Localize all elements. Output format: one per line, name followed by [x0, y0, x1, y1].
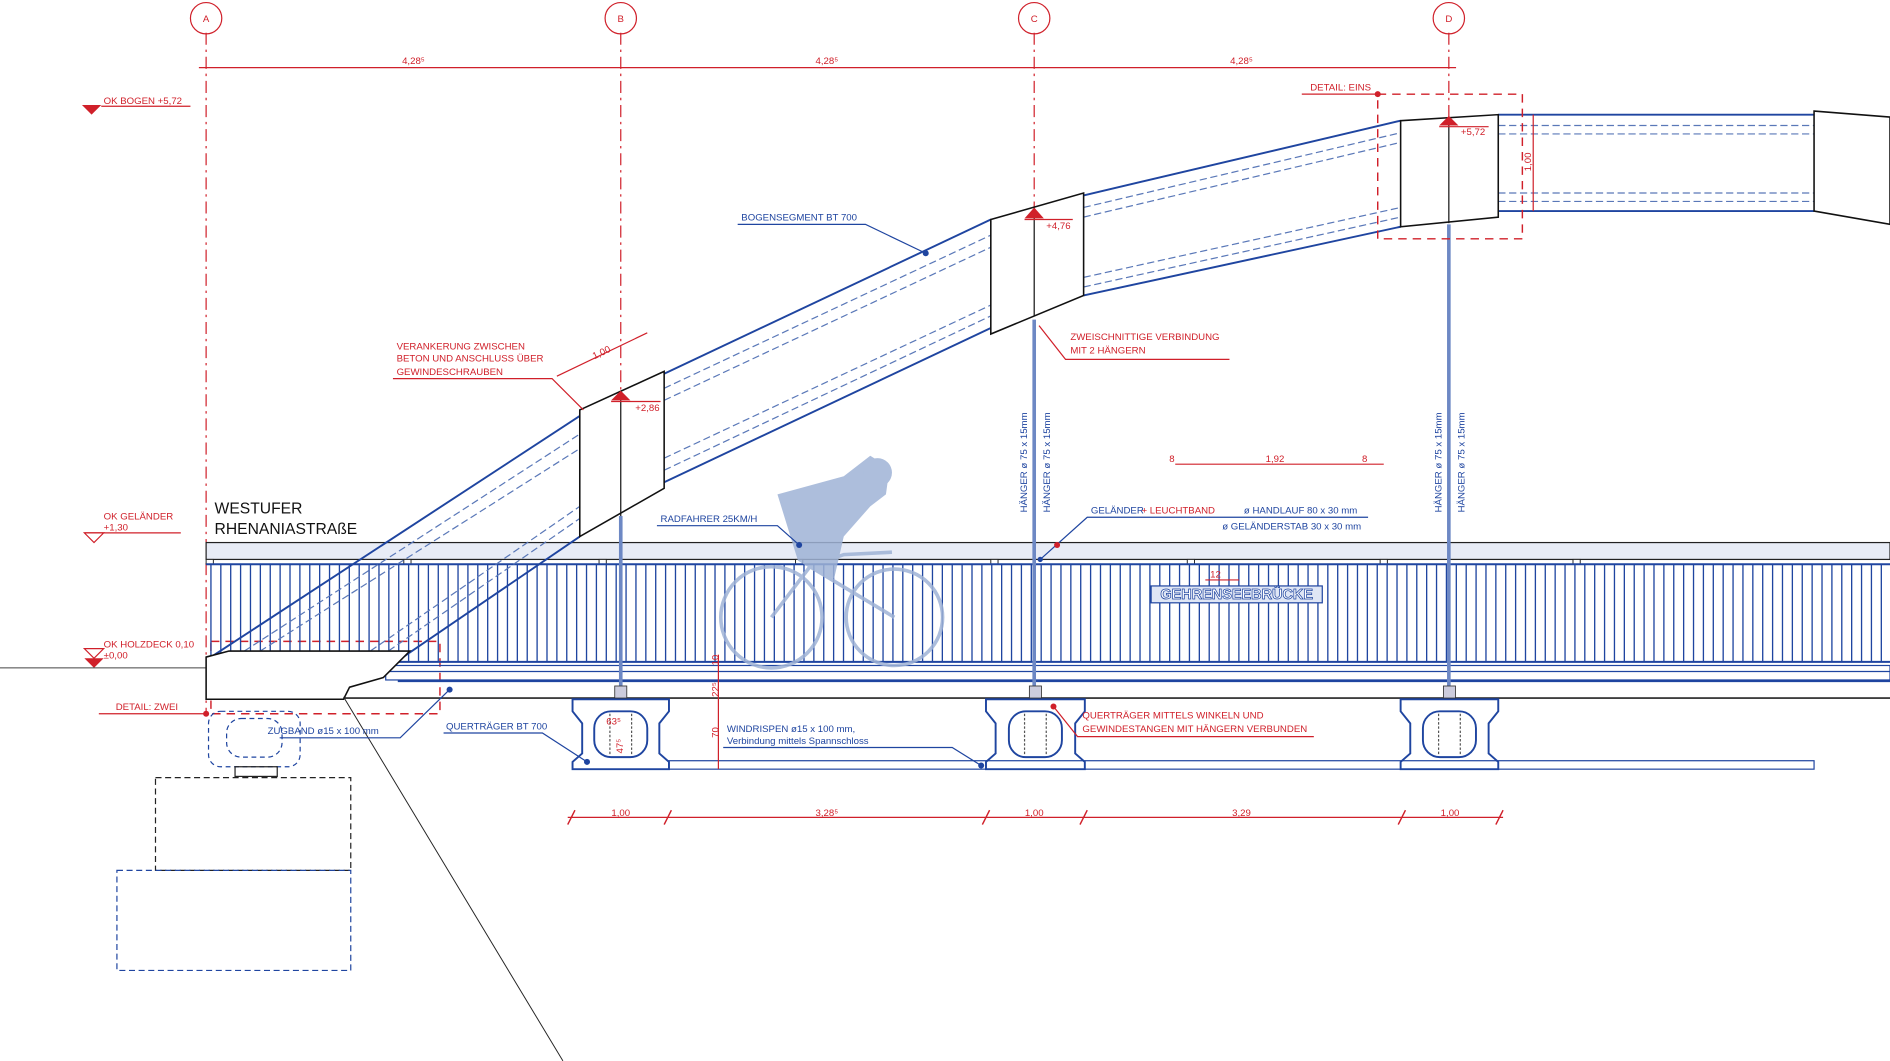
svg-text:MIT 2 HÄNGERN: MIT 2 HÄNGERN: [1070, 345, 1145, 356]
svg-text:1,00: 1,00: [1523, 153, 1534, 172]
arch-joint-end: [1813, 110, 1890, 226]
railing-bars: [205, 558, 1882, 662]
svg-text:1,92: 1,92: [1266, 454, 1285, 465]
svg-text:70: 70: [710, 727, 721, 738]
svg-text:63⁵: 63⁵: [606, 717, 621, 728]
svg-text:47⁵: 47⁵: [615, 739, 626, 754]
railing: GEHRENSEEBRÜCKE: [205, 541, 1890, 699]
svg-text:+2,86: +2,86: [635, 403, 659, 414]
hanger-label: HÄNGER ø 75 x 15mm: [1434, 412, 1445, 512]
svg-text:GELÄNDER: GELÄNDER: [1091, 506, 1144, 517]
svg-text:+4,76: +4,76: [1046, 221, 1070, 232]
svg-text:+1,30: +1,30: [104, 523, 128, 534]
dimension-tick: [1079, 809, 1088, 825]
svg-text:VERANKERUNG ZWISCHEN: VERANKERUNG ZWISCHEN: [397, 342, 525, 353]
svg-text:D: D: [1445, 14, 1452, 25]
bridge-name-sign: GEHRENSEEBRÜCKE: [1160, 586, 1313, 603]
svg-text:DETAIL: ZWEI: DETAIL: ZWEI: [116, 702, 178, 713]
svg-text:1,00: 1,00: [1025, 808, 1044, 819]
dimension-tick: [663, 809, 673, 825]
arch-joint-b: [578, 370, 665, 538]
abutment: [205, 650, 412, 701]
svg-text:QUERTRÄGER MITTELS WINKELN UND: QUERTRÄGER MITTELS WINKELN UND: [1082, 711, 1263, 722]
svg-text:BETON UND ANSCHLUSS ÜBER: BETON UND ANSCHLUSS ÜBER: [397, 354, 544, 365]
svg-text:GEWINDESCHRAUBEN: GEWINDESCHRAUBEN: [397, 367, 503, 378]
arch-joint-c: [990, 191, 1085, 336]
svg-text:+ LEUCHTBAND: + LEUCHTBAND: [1141, 506, 1215, 517]
svg-text:OK GELÄNDER: OK GELÄNDER: [104, 512, 174, 523]
arch: [205, 110, 1890, 701]
dimension-tick: [1397, 809, 1407, 825]
span-dim-cd: 4,28⁵: [1230, 56, 1253, 67]
location-title-line1: WESTUFER: [215, 501, 303, 518]
svg-text:8: 8: [1169, 454, 1174, 465]
level-triangle-icon: [82, 532, 106, 544]
svg-text:1,00: 1,00: [611, 808, 630, 819]
level-triangle-icon: [81, 105, 102, 115]
svg-text:ø GELÄNDERSTAB 30 x 30 mm: ø GELÄNDERSTAB 30 x 30 mm: [1222, 521, 1361, 532]
svg-text:1,00: 1,00: [1441, 808, 1460, 819]
hangers: HÄNGER ø 75 x 15mm HÄNGER ø 75 x 15mm HÄ…: [618, 224, 1468, 697]
grid-axis-b: B: [604, 1, 638, 35]
svg-text:GEWINDESTANGEN MIT HÄNGERN VER: GEWINDESTANGEN MIT HÄNGERN VERBUNDEN: [1082, 724, 1307, 735]
svg-text:C: C: [1031, 14, 1038, 25]
grid-axis-c: C: [1017, 1, 1051, 35]
svg-text:OK BOGEN +5,72: OK BOGEN +5,72: [104, 96, 182, 107]
bottom-dimension-chain: 1,00 3,28⁵ 1,00 3,29 1,00: [567, 808, 1504, 825]
label-quertraeger: QUERTRÄGER BT 700: [446, 721, 547, 732]
svg-text:B: B: [618, 14, 624, 25]
label-windrispen: WINDRISPEN ø15 x 100 mm,: [727, 724, 855, 735]
svg-text:8: 8: [1362, 454, 1367, 465]
svg-text:+5,72: +5,72: [1461, 127, 1485, 138]
level-markers: OK BOGEN +5,72 OK GELÄNDER +1,30 OK HOLZ…: [0, 96, 441, 717]
cross-beam: [1399, 685, 1500, 771]
svg-text:12: 12: [1210, 570, 1221, 581]
cross-beam: [571, 685, 670, 771]
span-dim-ab: 4,28⁵: [402, 56, 425, 67]
svg-text:ZWEISCHNITTIGE VERBINDUNG: ZWEISCHNITTIGE VERBINDUNG: [1070, 332, 1219, 343]
label-bogensegment: BOGENSEGMENT BT 700: [741, 213, 857, 224]
elevation-markers: +2,86 +4,76 +5,72: [611, 115, 1489, 414]
dimension-tick: [1495, 809, 1504, 825]
cyclist-silhouette-icon: [718, 455, 945, 670]
svg-text:3,28⁵: 3,28⁵: [816, 808, 839, 819]
svg-text:3,29: 3,29: [1232, 808, 1251, 819]
grid-axis-d: D: [1432, 1, 1466, 35]
svg-text:±0,00: ±0,00: [104, 650, 128, 661]
hanger-label: HÄNGER ø 75 x 15mm: [1042, 412, 1053, 512]
svg-text:OK HOLZDECK 0,10: OK HOLZDECK 0,10: [104, 639, 194, 650]
svg-text:ø HANDLAUF 80 x 30 mm: ø HANDLAUF 80 x 30 mm: [1244, 506, 1357, 517]
svg-text:22⁵: 22⁵: [710, 682, 721, 697]
label-radfahrer: RADFAHRER 25KM/H: [661, 514, 758, 525]
hanger-label: HÄNGER ø 75 x 15mm: [1457, 412, 1468, 512]
svg-text:DETAIL: EINS: DETAIL: EINS: [1310, 83, 1371, 94]
dimension-tick: [567, 809, 576, 825]
location-title-line2: RHENANIASTRAßE: [215, 521, 358, 538]
cross-beams: [571, 685, 1500, 771]
svg-text:1,00: 1,00: [591, 344, 613, 362]
hanger-label: HÄNGER ø 75 x 15mm: [1019, 412, 1030, 512]
label-zugband: ZUGBAND ø15 x 100 mm: [268, 726, 379, 737]
grid-axis-a: A: [189, 1, 223, 35]
grid-axes: A B C D 4,28⁵ 4,28⁵ 4,28⁵: [189, 1, 1466, 712]
svg-text:A: A: [203, 14, 210, 25]
annotations: BOGENSEGMENT BT 700 VERANKERUNG ZWISCHEN…: [268, 83, 1534, 770]
span-dim-bc: 4,28⁵: [816, 56, 839, 67]
dimension-tick: [981, 809, 991, 825]
foundation: [116, 696, 564, 1061]
svg-text:10: 10: [710, 655, 721, 666]
svg-text:Verbindung mittels Spannschlos: Verbindung mittels Spannschloss: [727, 736, 869, 747]
